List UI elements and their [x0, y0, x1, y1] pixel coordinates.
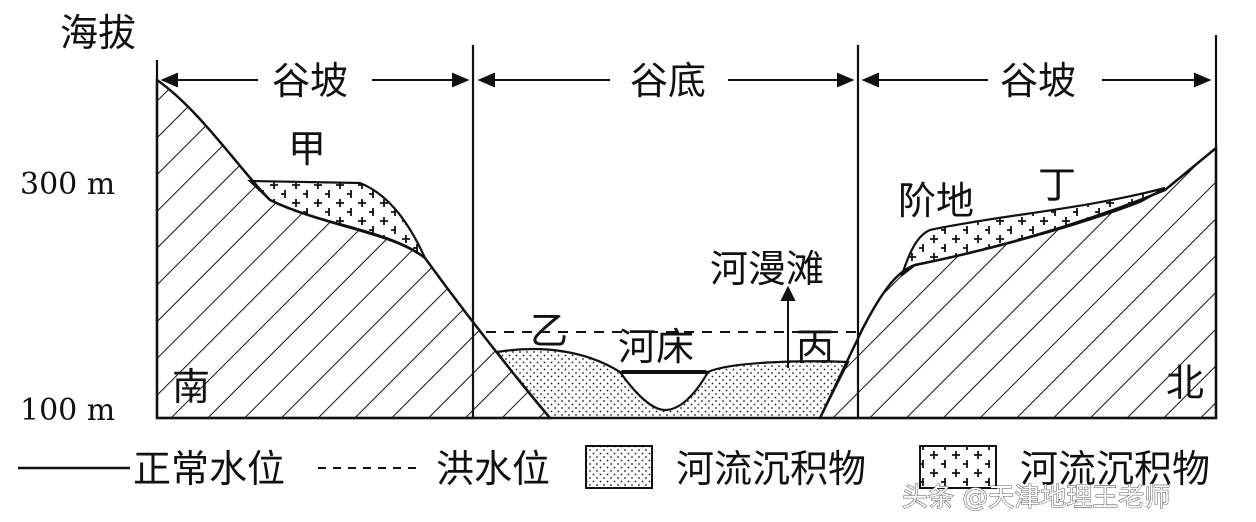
legend-flood-water-label: 洪水位: [436, 447, 550, 491]
axis-title: 海拔: [60, 11, 136, 55]
section-arrows: [160, 72, 1212, 88]
legend-normal-water-label: 正常水位: [133, 447, 285, 491]
tick-100: 100 m: [20, 393, 115, 428]
label-terrace: 阶地: [898, 179, 974, 223]
label-floodplain: 河漫滩: [710, 247, 824, 291]
label-bing: 丙: [796, 325, 834, 369]
legend-plus-swatch: [919, 445, 997, 489]
terrace-jia-sediment: [247, 179, 428, 262]
riverbed-depression: [617, 370, 710, 412]
label-valley-floor: 谷底: [630, 59, 706, 103]
label-yi: 乙: [530, 309, 568, 353]
tick-300: 300 m: [20, 167, 115, 202]
legend-dots-swatch: [585, 445, 653, 489]
right-bedrock: [818, 145, 1218, 420]
legend-sediment-plus-label: 河流沉积物: [1020, 447, 1210, 491]
label-jia: 甲: [288, 127, 326, 171]
legend-sediment-dots-label: 河流沉积物: [676, 447, 866, 491]
label-riverbed: 河床: [618, 325, 694, 369]
label-slope-right: 谷坡: [1000, 59, 1076, 103]
legend: 正常水位 洪水位 河流沉积物 河流沉积物: [18, 445, 1210, 491]
label-north: 北: [1166, 361, 1204, 405]
floodplain-arrow: [780, 285, 796, 368]
label-south: 南: [172, 365, 210, 409]
label-ding: 丁: [1038, 163, 1076, 207]
left-bedrock: [155, 77, 553, 420]
terrace-ding-sediment: [899, 186, 1166, 279]
watermark: 头条 @天津地理王老师: [902, 483, 1170, 513]
label-slope-left: 谷坡: [272, 59, 348, 103]
